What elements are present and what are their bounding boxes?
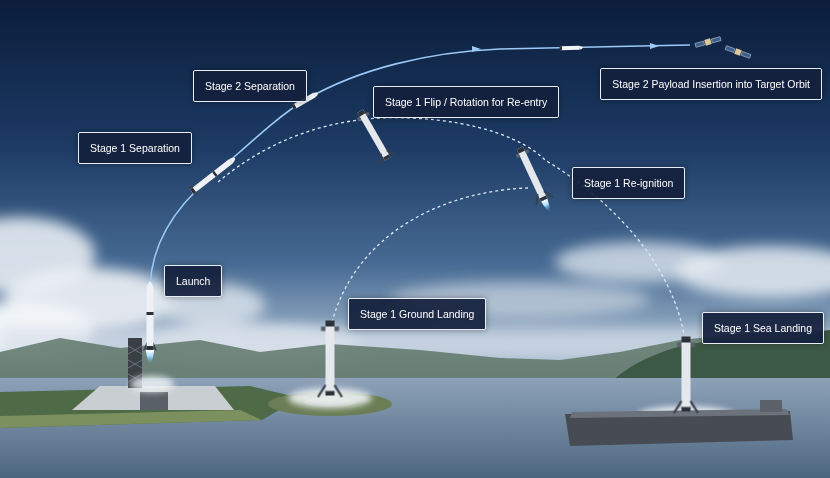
stage-label: Stage 1 Sea Landing [714,321,812,335]
return-trajectory [218,118,684,334]
reignition-booster [512,144,558,215]
stage-label: Stage 2 Separation [205,79,295,93]
stage-label: Stage 1 Separation [90,141,180,155]
solar-panel [741,51,751,58]
separating-rocket [188,154,239,197]
stage-label: Launch [176,274,210,288]
trajectory-arrowhead [650,43,659,49]
stage-label: Stage 1 Flip / Rotation for Re-entry [385,95,547,109]
stage-label: Stage 1 Re-ignition [584,176,673,190]
stage-label: Stage 1 Ground Landing [360,307,474,321]
satellite-body [734,48,742,56]
shore-strip [0,410,262,428]
smoke [130,376,174,392]
stage-label-box: Stage 2 Payload Insertion into Target Or… [600,68,822,100]
clouds-right [0,242,830,360]
stage-label-box: Stage 2 Separation [193,70,307,102]
reignition-flame [541,199,553,213]
stage-label: Stage 2 Payload Insertion into Target Or… [612,77,810,91]
barge-deck [570,409,790,418]
barge-cabin [760,400,782,412]
pad-opening [140,392,168,410]
stage-label-box: Stage 1 Flip / Rotation for Re-entry [373,86,559,118]
booster [512,144,553,205]
tower-lattice [128,346,142,382]
satellite [725,45,751,60]
solar-panel [711,37,721,43]
sea-landed-booster [674,337,698,414]
stage-label-box: Stage 1 Re-ignition [572,167,685,199]
cloud [675,246,830,298]
satellite-body [704,38,711,45]
water [0,378,830,478]
stage2-orbit [560,46,583,51]
stage-label-box: Stage 1 Separation [78,132,192,164]
solar-panel [725,46,735,53]
solar-panel [695,41,705,47]
launch-flame [146,350,154,364]
left-shore [0,386,300,428]
launch-rocket [143,282,157,352]
stage-label-box: Stage 1 Ground Landing [348,298,486,330]
stage-label-box: Launch [164,265,222,297]
trajectory-arrowhead [472,46,481,52]
ground-landed-booster [318,321,342,398]
stage-label-box: Stage 1 Sea Landing [702,312,824,344]
satellite [695,36,722,49]
